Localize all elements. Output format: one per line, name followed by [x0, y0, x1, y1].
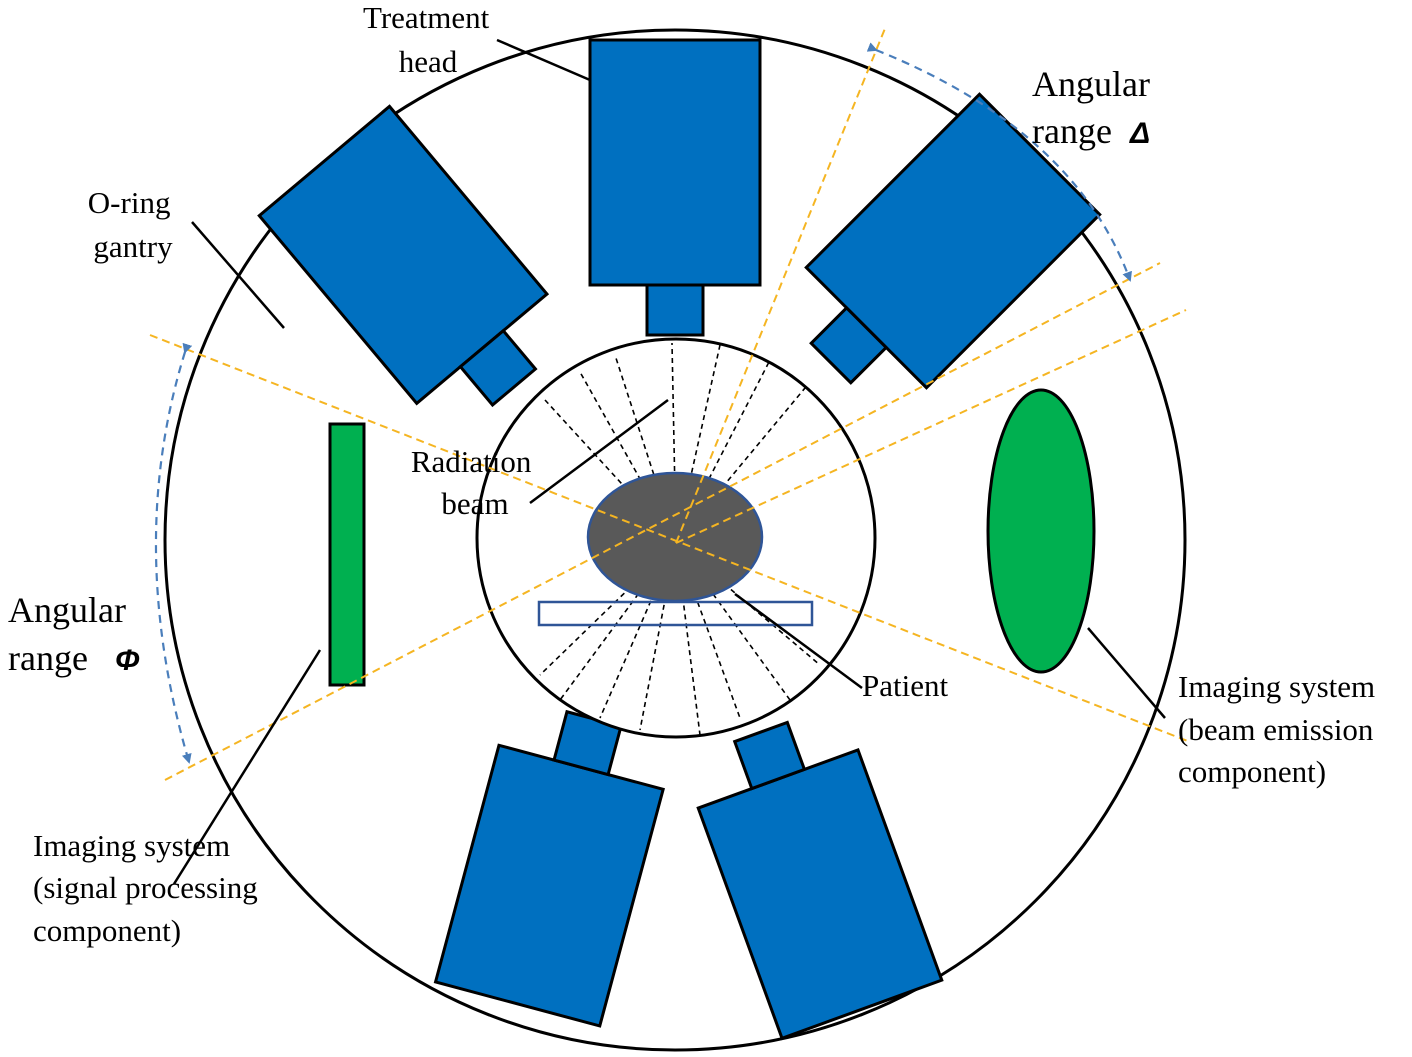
treatment-head-lower-right [696, 720, 944, 1041]
delta-symbol: Δ [1129, 117, 1150, 150]
gantry-label: O-ring gantry [88, 185, 178, 264]
radiation-beam-label: Radiation beam [411, 444, 539, 521]
imaging-signal-component [328, 422, 366, 687]
angular-range-phi-label: Angular range [8, 590, 135, 678]
imaging-signal-label: Imaging system (signal processing compon… [33, 828, 265, 948]
treatment-head-lower-left [433, 709, 665, 1028]
angular-range-phi-arrow [154, 342, 193, 764]
patient-couch [537, 600, 814, 627]
treatment-head-label: Treatment head [363, 0, 497, 79]
angular-range-delta-label: Angular range [1032, 64, 1159, 151]
imaging-emission-label: Imaging system (beam emission component) [1178, 669, 1383, 789]
treatment-head-upper-left [257, 104, 550, 408]
angular-range-delta-arrow [866, 42, 1132, 282]
angular-range-lines [149, 25, 1191, 781]
phi-symbol: Φ [115, 644, 140, 677]
imaging-emission-component [986, 388, 1096, 674]
treatment-head-top [588, 38, 762, 337]
leader-lines [172, 38, 1166, 885]
patient-body [586, 471, 764, 603]
patient-label: Patient [862, 668, 948, 703]
